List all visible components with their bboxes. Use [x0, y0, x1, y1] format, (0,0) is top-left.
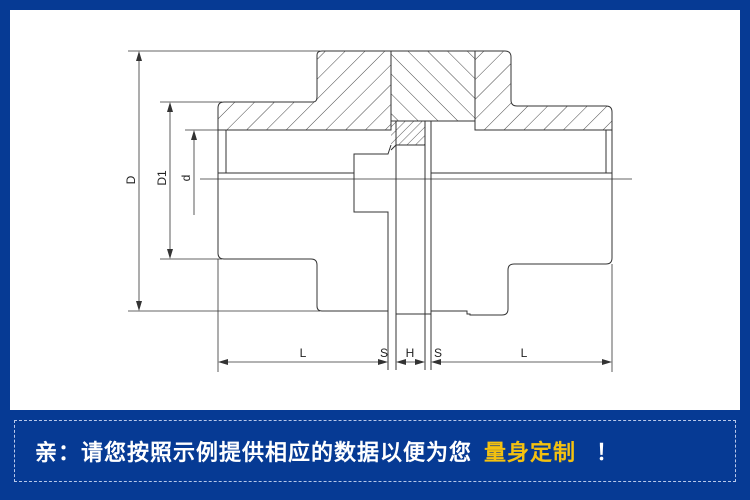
spider-section	[390, 50, 476, 122]
banner-highlight: 量身定制	[484, 441, 577, 466]
label-D: D	[124, 175, 138, 184]
left-hub	[217, 130, 392, 312]
custom-order-banner: 亲：请您按照示例提供相应的数据以便为您 量身定制 ！	[14, 420, 736, 482]
left-hub-section	[217, 50, 392, 131]
label-S-left: S	[380, 346, 388, 360]
spider-insert	[395, 120, 426, 146]
drawing-panel: D D1 d L S H S L	[10, 10, 740, 410]
label-L-right: L	[521, 346, 528, 360]
label-S-right: S	[434, 346, 442, 360]
banner-text: 亲：请您按照示例提供相应的数据以便为您	[35, 441, 473, 466]
right-hub-section	[474, 50, 613, 131]
label-D1: D1	[155, 170, 169, 186]
label-L-left: L	[300, 346, 307, 360]
right-hub	[430, 121, 613, 316]
label-H: H	[406, 346, 415, 360]
coupling-drawing: D D1 d L S H S L	[124, 50, 632, 372]
banner-exclamation: ！	[596, 441, 620, 466]
label-d: d	[179, 175, 193, 182]
